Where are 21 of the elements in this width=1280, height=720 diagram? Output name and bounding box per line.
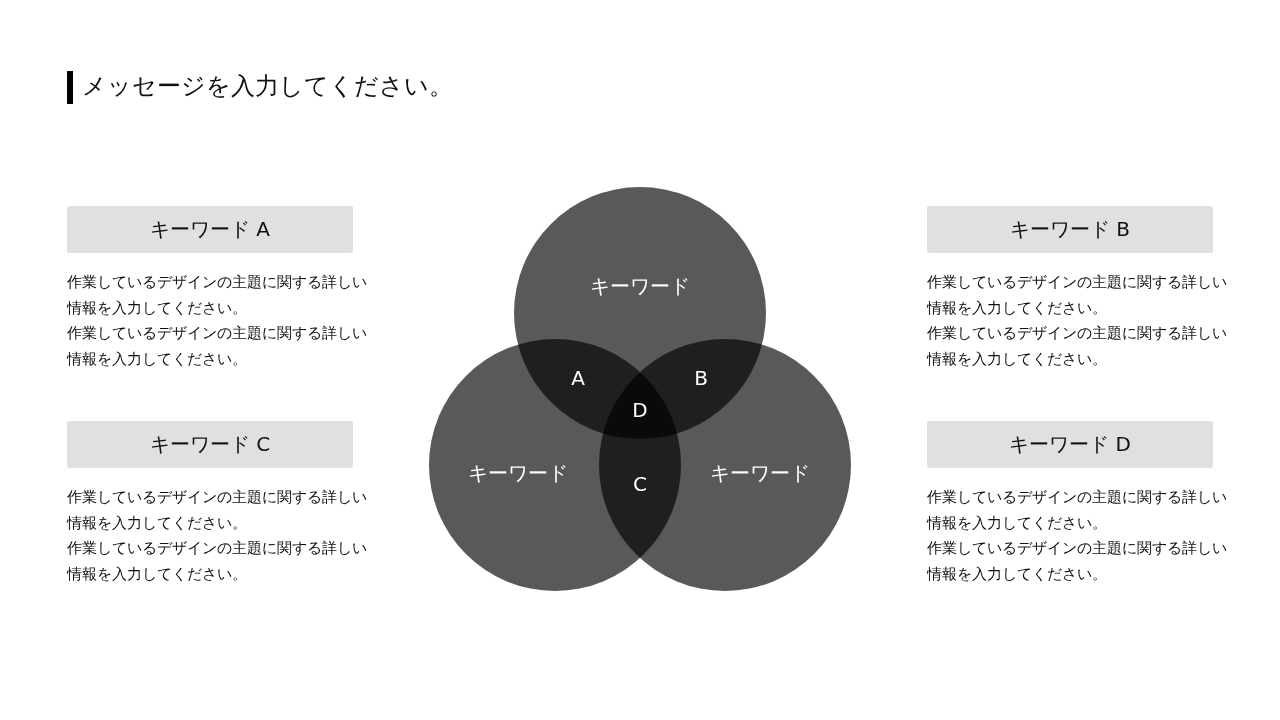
description-text: 作業しているデザインの主題に関する詳しい情報を入力してください。 bbox=[67, 273, 367, 318]
overlap-letter: C bbox=[633, 472, 647, 496]
description-text: 作業しているデザインの主題に関する詳しい情報を入力してください。 bbox=[927, 324, 1227, 369]
circle-label: キーワード bbox=[710, 459, 810, 487]
keyword-heading: キーワード B bbox=[927, 206, 1213, 253]
description-text: 作業しているデザインの主題に関する詳しい情報を入力してください。 bbox=[67, 539, 367, 584]
venn-circle bbox=[599, 339, 851, 591]
circle-label: キーワード bbox=[590, 272, 690, 300]
keyword-heading: キーワード C bbox=[67, 421, 353, 468]
overlap-letter: B bbox=[694, 366, 708, 390]
description-text: 作業しているデザインの主題に関する詳しい情報を入力してください。 bbox=[67, 324, 367, 369]
title: メッセージを入力してください。 bbox=[82, 71, 453, 102]
description-text: 作業しているデザインの主題に関する詳しい情報を入力してください。 bbox=[927, 273, 1227, 318]
description-text: 作業しているデザインの主題に関する詳しい情報を入力してください。 bbox=[67, 488, 367, 533]
keyword-heading: キーワード A bbox=[67, 206, 353, 253]
circle-label: キーワード bbox=[468, 459, 568, 487]
overlap-letter: A bbox=[571, 366, 585, 390]
keyword-heading: キーワード D bbox=[927, 421, 1213, 468]
description-text: 作業しているデザインの主題に関する詳しい情報を入力してください。 bbox=[927, 539, 1227, 584]
description-text: 作業しているデザインの主題に関する詳しい情報を入力してください。 bbox=[927, 488, 1227, 533]
overlap-letter: D bbox=[632, 398, 648, 422]
